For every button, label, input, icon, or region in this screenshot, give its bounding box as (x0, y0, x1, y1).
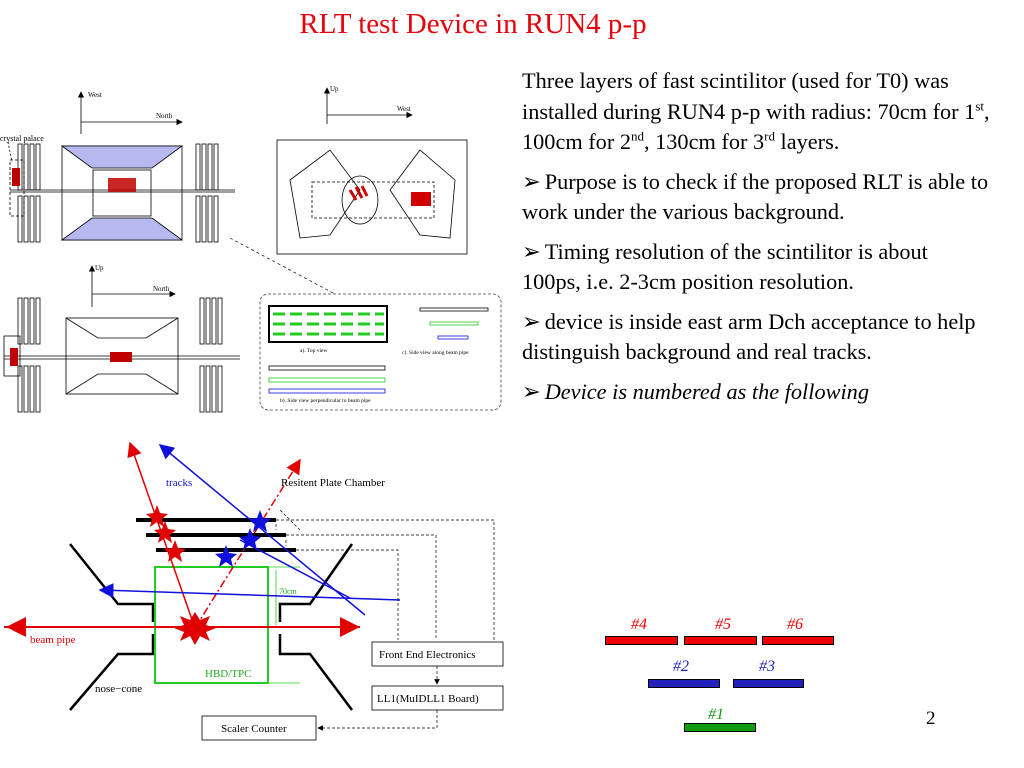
muon-plates-right (195, 143, 219, 243)
label-west-right: West (397, 105, 411, 113)
device-label-5: #5 (715, 616, 731, 633)
bullet-numbering: ➢Device is numbered as the following (522, 378, 869, 404)
device-bar-5 (684, 636, 757, 645)
side-view-detector (276, 87, 468, 255)
bullet-purpose: ➢Purpose is to check if the proposed RLT… (522, 168, 989, 225)
bullet-arrow-icon: ➢ (522, 308, 541, 334)
label-up: Up (330, 85, 339, 93)
label-west: West (88, 91, 102, 99)
page-number: 2 (926, 708, 936, 729)
device-bar-3 (733, 679, 804, 688)
bullet-acceptance: ➢device is inside east arm Dch acceptanc… (522, 308, 976, 365)
inset-label-side-perp: b). Side view perpendicular to beam pipe (280, 397, 371, 404)
lower-side-detector (3, 265, 240, 413)
inset-label-top-view: a). Top view (300, 347, 327, 354)
device-bar-1 (684, 723, 756, 732)
label-rpc: Resitent Plate Chamber (281, 477, 385, 489)
inset-label-side-beam: c). Side view along beam pipe (402, 349, 469, 356)
device-inset (259, 293, 502, 411)
device-bar-2 (648, 679, 720, 688)
device-label-3: #3 (759, 658, 775, 675)
device-bar-4 (605, 636, 678, 645)
label-north-lower: North (153, 285, 170, 293)
text-column: Three layers of fast scintilitor (used f… (522, 66, 992, 416)
device-label-2: #2 (673, 658, 689, 675)
label-70cm: 70cm (279, 587, 298, 596)
label-nose-cone: nose−cone (95, 683, 142, 695)
label-up-lower: Up (95, 264, 104, 272)
box-front-end-label: Front End Electronics (379, 649, 476, 661)
label-beam-pipe: beam pipe (30, 634, 76, 646)
device-label-4: #4 (631, 616, 647, 633)
label-hbd-tpc: HBD/TPC (205, 668, 251, 680)
bullet-timing: ➢Timing resolution of the scintilitor is… (522, 238, 928, 295)
label-crystal-palace: crystal palace (0, 134, 44, 143)
device-bar-6 (762, 636, 834, 645)
label-north: North (156, 112, 173, 120)
intro-paragraph: Three layers of fast scintilitor (used f… (522, 68, 990, 155)
inset-connector (229, 237, 336, 295)
muon-plates-left (17, 143, 41, 243)
device-label-1: #1 (708, 706, 724, 723)
top-view-detector (7, 91, 235, 243)
bullet-arrow-icon: ➢ (522, 378, 541, 404)
slide-title: RLT test Device in RUN4 p-p (299, 8, 647, 40)
box-ll1-label: LL1(MuIDLL1 Board) (377, 693, 479, 705)
bullet-arrow-icon: ➢ (522, 168, 541, 194)
bullet-arrow-icon: ➢ (522, 238, 541, 264)
label-tracks: tracks (166, 477, 192, 489)
box-scaler-label: Scaler Counter (221, 723, 287, 735)
device-label-6: #6 (787, 616, 803, 633)
rlt-schematic (4, 441, 504, 741)
detector-diagrams: West North crystal palace Up West (0, 85, 504, 741)
